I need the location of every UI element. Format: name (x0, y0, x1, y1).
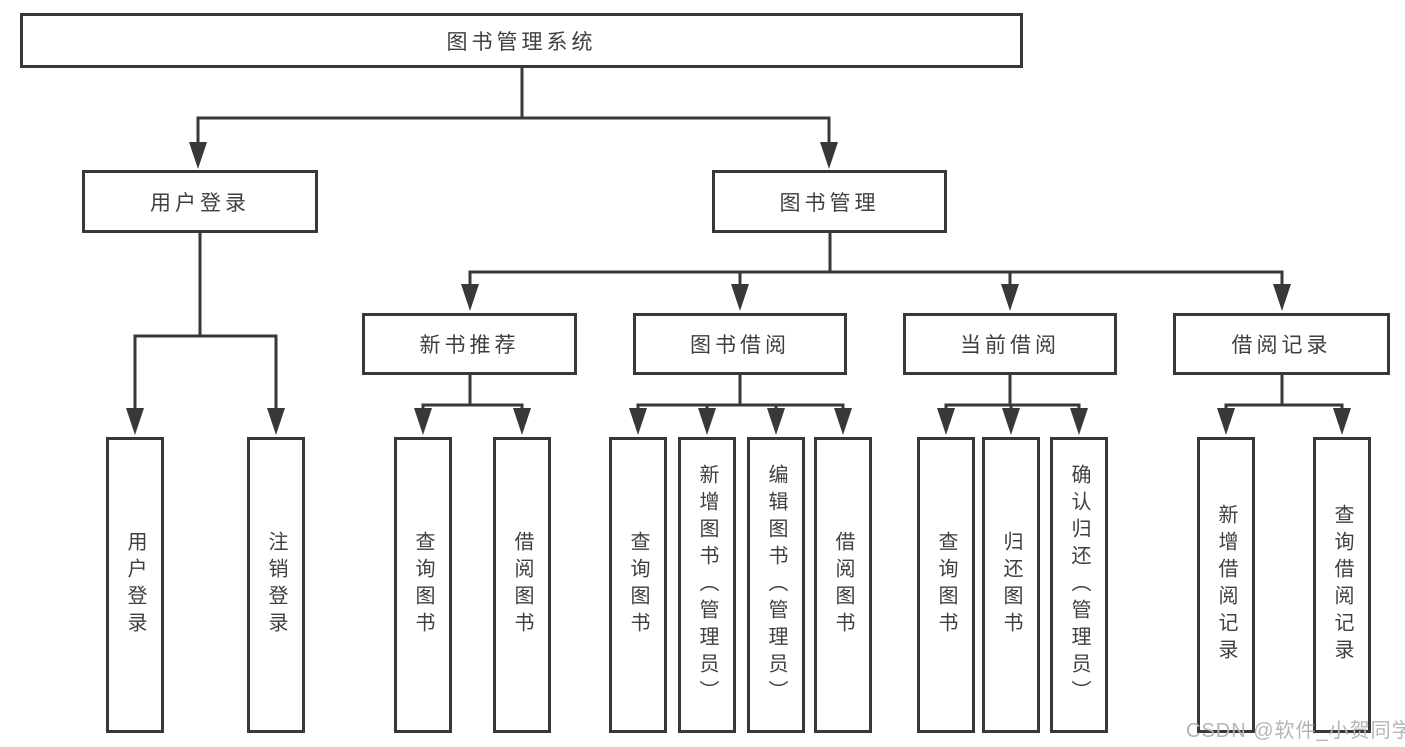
node-query-books-2: 查询图书 (609, 437, 667, 733)
csdn-watermark: CSDN @软件_小贺同学 (1186, 720, 1405, 742)
node-logout: 注销登录 (247, 437, 305, 733)
node-book-management: 图书管理 (712, 170, 947, 233)
node-query-books-1: 查询图书 (394, 437, 452, 733)
node-borrow-books-1: 借阅图书 (493, 437, 551, 733)
node-borrow-books-2: 借阅图书 (814, 437, 872, 733)
node-query-books-3: 查询图书 (917, 437, 975, 733)
node-current-borrowing: 当前借阅 (903, 313, 1117, 375)
node-edit-book-admin: 编辑图书（管理员） (747, 437, 805, 733)
node-user-login: 用户登录 (82, 170, 318, 233)
node-query-borrow-record: 查询借阅记录 (1313, 437, 1371, 733)
node-borrowing-records: 借阅记录 (1173, 313, 1390, 375)
node-book-borrowing: 图书借阅 (633, 313, 847, 375)
node-add-borrow-record: 新增借阅记录 (1197, 437, 1255, 733)
node-confirm-return-admin: 确认归还（管理员） (1050, 437, 1108, 733)
node-add-book-admin: 新增图书（管理员） (678, 437, 736, 733)
node-user-login-leaf: 用户登录 (106, 437, 164, 733)
node-root: 图书管理系统 (20, 13, 1023, 68)
node-return-books: 归还图书 (982, 437, 1040, 733)
node-new-book-recommendation: 新书推荐 (362, 313, 577, 375)
